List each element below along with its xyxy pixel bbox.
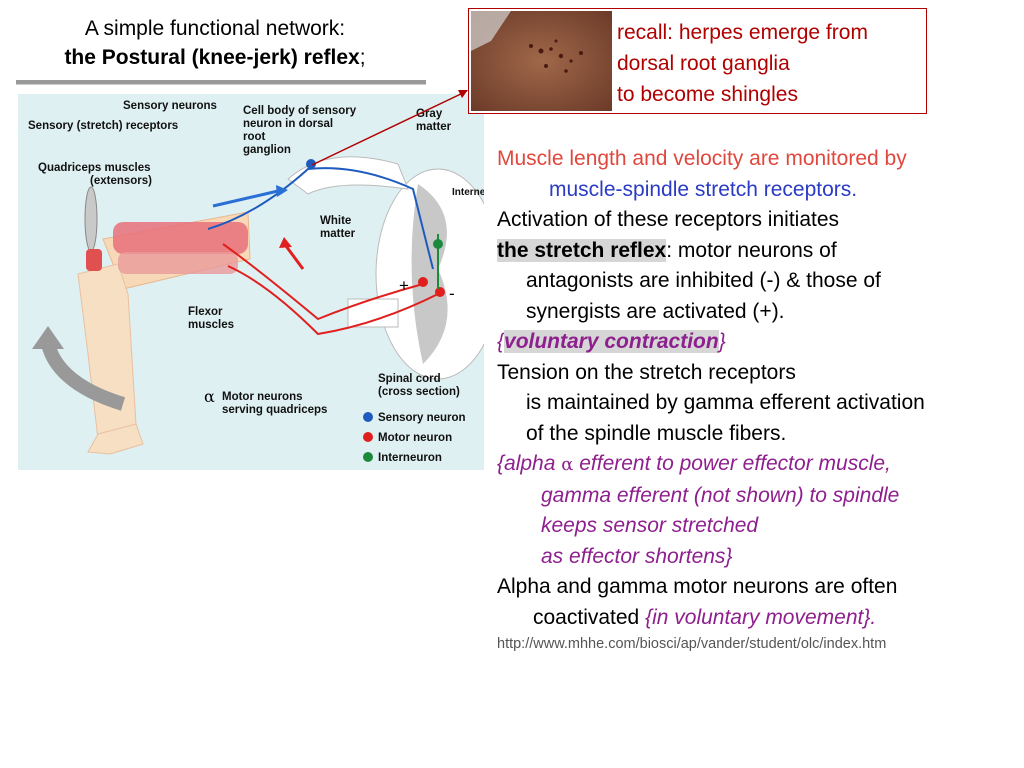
body-line-1: Muscle length and velocity are monitored… <box>497 147 907 170</box>
sensory-cell-body <box>306 159 316 169</box>
label-cell-body-4: ganglion <box>243 144 291 156</box>
sensory-neuron-path <box>207 167 434 270</box>
connector-line <box>311 91 466 166</box>
title-line-1: A simple functional network: <box>84 17 346 40</box>
body-line-5: antagonists are inhibited (-) & those of <box>526 269 881 292</box>
body-line-3: Activation of these receptors initiates <box>497 208 840 231</box>
body-line-6: synergists are activated (+). <box>526 299 785 323</box>
label-interneurons: Interneurons <box>452 187 484 198</box>
interneuron-cell-body <box>433 239 443 249</box>
motor-signal-arrow-head <box>279 237 292 248</box>
legend-interneuron-label: Interneuron <box>378 452 442 464</box>
label-cell-body-2: neuron in dorsal <box>243 118 333 130</box>
legend-motor-label: Motor neuron <box>378 432 452 444</box>
label-quadriceps-1: Quadriceps muscles <box>38 162 151 174</box>
recall-line-2: dorsal root ganglia <box>617 52 790 75</box>
kick-arrow-head <box>32 326 64 349</box>
recall-text: recall: herpes emerge from dorsal root g… <box>617 17 868 110</box>
label-gray-matter-2: matter <box>416 121 452 133</box>
legend-motor-dot <box>363 432 373 442</box>
body-line-2: muscle-spindle stretch receptors. <box>549 177 858 201</box>
source-url[interactable]: http://www.mhhe.com/biosci/ap/vander/stu… <box>497 636 887 652</box>
sensory-signal-arrow-head <box>276 185 288 197</box>
motor-cell-body <box>418 277 428 287</box>
label-cell-body-1: Cell body of sensory <box>243 105 357 117</box>
gray-matter-shape <box>411 184 448 364</box>
motor-signal-arrow <box>284 245 305 270</box>
connector-arrowhead <box>458 90 468 98</box>
title-tail: ; <box>359 46 366 69</box>
quadriceps-muscle <box>113 222 248 254</box>
flexor-motor-cell-body <box>435 287 445 297</box>
body-line-14: as effector shortens} <box>541 544 733 568</box>
label-alpha: α <box>204 387 215 406</box>
body-line-8: Tension on the stretch receptors <box>497 360 796 384</box>
label-spinal-cord-1: Spinal cord <box>378 373 441 385</box>
label-white-matter-1: White <box>320 215 351 227</box>
title-underline <box>16 80 426 85</box>
body-line-16-italic: {in voluntary movement}. <box>645 605 877 629</box>
title-line-2: the Postural (knee-jerk) reflex; <box>10 43 420 72</box>
body-line-4: the stretch reflex: motor neurons of <box>497 236 1022 267</box>
body-line-16: coactivated {in voluntary movement}. <box>497 603 1022 634</box>
body-line-11-b: efferent to power effector muscle, <box>573 452 891 475</box>
body-line-12: gamma efferent (not shown) to spindle <box>541 483 900 507</box>
label-flexor-1: Flexor <box>188 306 223 318</box>
body-line-10: of the spindle muscle fibers. <box>526 421 787 445</box>
body-line-15: Alpha and gamma motor neurons are often <box>497 575 898 598</box>
sensory-signal-arrow <box>212 189 279 208</box>
legend-sensory-dot <box>363 412 373 422</box>
legend-sensory-label: Sensory neuron <box>378 412 466 424</box>
body-line-4-tail: : motor neurons of <box>666 238 837 262</box>
kick-arrow <box>41 341 126 411</box>
flexor-muscle <box>118 252 238 274</box>
label-plus: + <box>399 276 409 295</box>
reflex-diagram: Sensory neurons Sensory (stretch) recept… <box>18 94 484 470</box>
label-quadriceps-2: (extensors) <box>90 175 152 187</box>
body-line-9: is maintained by gamma efferent activati… <box>526 391 925 414</box>
body-text: Muscle length and velocity are monitored… <box>497 144 1022 654</box>
brace-open: { <box>497 330 505 353</box>
voluntary-contraction-term: voluntary contraction <box>504 330 719 353</box>
body-line-16-plain: coactivated <box>533 605 646 629</box>
recall-box: recall: herpes emerge from dorsal root g… <box>468 8 927 114</box>
body-line-7: {voluntary contraction} <box>497 327 1022 358</box>
stretch-reflex-term: the stretch reflex <box>497 238 667 262</box>
recall-line-1: recall: herpes emerge from <box>617 21 868 44</box>
label-sensory-receptors: Sensory (stretch) receptors <box>28 120 178 132</box>
brace-close: } <box>718 330 726 353</box>
title-bold: the Postural (knee-jerk) reflex <box>64 46 360 69</box>
label-motor-neurons-1: Motor neurons <box>222 391 303 403</box>
body-line-13: keeps sensor stretched <box>541 514 759 537</box>
label-sensory-neurons: Sensory neurons <box>123 100 217 112</box>
hammer-head <box>86 249 102 271</box>
label-flexor-2: muscles <box>188 319 234 331</box>
label-spinal-cord-2: (cross section) <box>378 386 460 398</box>
recall-line-3: to become shingles <box>617 83 798 106</box>
label-white-matter-2: matter <box>320 228 356 240</box>
slide-title: A simple functional network: the Postura… <box>10 14 420 72</box>
label-motor-neurons-2: serving quadriceps <box>222 404 327 416</box>
alpha-symbol: α <box>561 454 574 475</box>
shingles-photo <box>471 11 612 111</box>
label-cell-body-3: root <box>243 131 266 143</box>
foot-shape <box>87 423 144 455</box>
body-line-11-a: {alpha <box>497 452 562 475</box>
label-minus: - <box>449 284 455 303</box>
label-gray-matter-1: Gray <box>416 108 443 120</box>
legend-interneuron-dot <box>363 452 373 462</box>
flexor-motor-path <box>227 265 439 336</box>
body-line-11: {alpha α efferent to power effector musc… <box>497 449 1022 481</box>
motor-neuron-path <box>222 243 424 321</box>
